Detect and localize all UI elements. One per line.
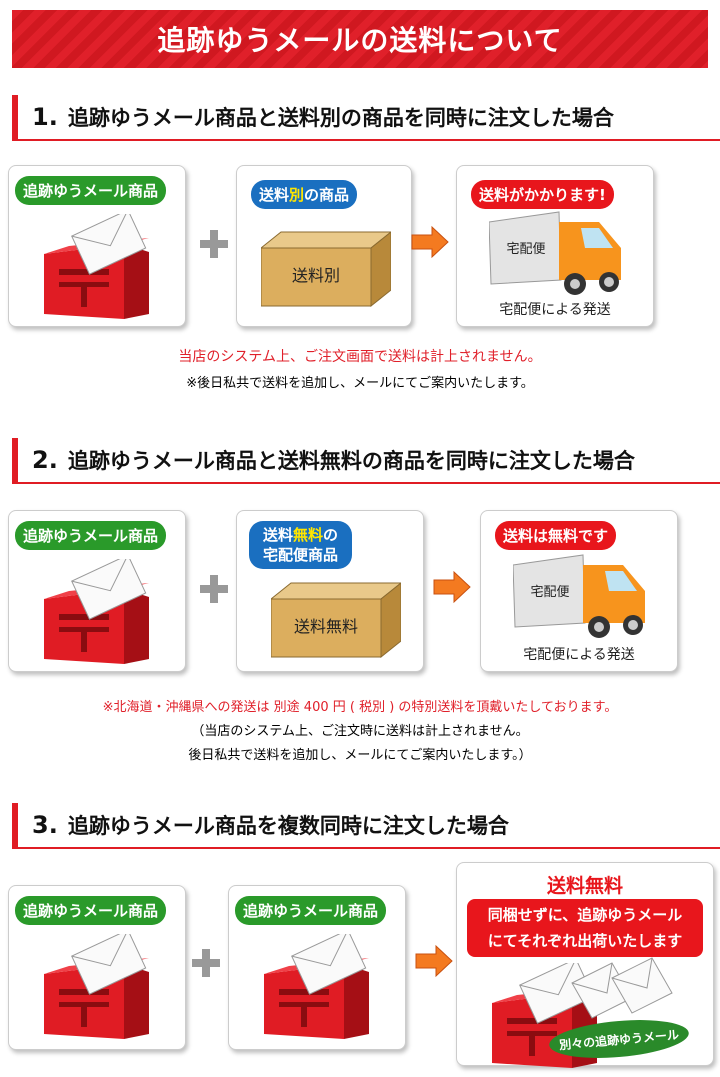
result-title: 送料無料 xyxy=(546,875,623,897)
result-card: 送料がかかります! 宅配便 宅配便による発送 xyxy=(456,165,654,327)
mail-product-label: 追跡ゆうメール商品 xyxy=(235,896,387,925)
section-number: 3. xyxy=(32,811,58,839)
post-box-icon xyxy=(39,929,159,1044)
truck-label: 宅配便 xyxy=(506,242,546,257)
truck-label: 宅配便 xyxy=(530,585,570,600)
note-red: ※北海道・沖縄県への発送は 別途 400 円 ( 税別 ) の特別送料を頂戴いた… xyxy=(102,700,618,715)
section-title: 追跡ゆうメール商品を複数同時に注文した場合 xyxy=(67,814,509,838)
result-card: 送料無料 同梱せずに、追跡ゆうメールにてそれぞれ出荷いたします 別々の追跡ゆうメ… xyxy=(456,862,714,1068)
label-highlight: 無料 xyxy=(293,526,324,544)
plus-icon xyxy=(198,573,230,609)
mail-product-card: 追跡ゆうメール商品 xyxy=(228,885,406,1050)
label-part: の商品 xyxy=(304,186,350,204)
label-part: の xyxy=(323,526,339,544)
free-shipping-label: 送料無料の宅配便商品 xyxy=(249,521,353,569)
cardboard-box-icon: 送料無料 xyxy=(269,579,403,659)
note-red: 当店のシステム上、ご注文画面で送料は計上されません。 xyxy=(178,349,542,365)
label-highlight: 別 xyxy=(289,186,305,204)
page-banner: 追跡ゆうメールの送料について xyxy=(12,10,708,68)
mail-product-card: 追跡ゆうメール商品 xyxy=(8,885,186,1050)
label-part: 送料 xyxy=(263,526,294,544)
section-1-heading: 1. 追跡ゆうメール商品と送料別の商品を同時に注文した場合 xyxy=(12,95,720,141)
section-title: 追跡ゆうメール商品と送料無料の商品を同時に注文した場合 xyxy=(67,449,635,473)
cardboard-box-icon: 送料別 xyxy=(259,228,393,308)
arrow-right-icon xyxy=(432,570,472,608)
label-part: 送料 xyxy=(259,186,290,204)
plus-icon xyxy=(190,947,222,983)
mail-product-card: 追跡ゆうメール商品 xyxy=(8,165,186,327)
mail-product-label: 追跡ゆうメール商品 xyxy=(15,521,167,550)
label-part: 宅配便商品 xyxy=(263,546,339,564)
result-card: 送料は無料です 宅配便 宅配便による発送 xyxy=(480,510,678,672)
note: 後日私共で送料を追加し、メールにてご案内いたします。） xyxy=(188,748,532,763)
truck-icon: 宅配便 xyxy=(512,551,653,641)
truck-caption: 宅配便による発送 xyxy=(499,302,611,318)
arrow-right-icon xyxy=(414,944,454,982)
result-line: にてそれぞれ出荷いたします xyxy=(487,932,683,950)
mail-product-card: 追跡ゆうメール商品 xyxy=(8,510,186,672)
note: ※後日私共で送料を追加し、メールにてご案内いたします。 xyxy=(186,376,534,391)
truck-caption: 宅配便による発送 xyxy=(523,647,635,663)
result-line: 同梱せずに、追跡ゆうメール xyxy=(487,906,683,924)
truck-icon: 宅配便 xyxy=(488,208,629,298)
result-label: 送料がかかります! xyxy=(471,180,614,209)
box-label: 送料無料 xyxy=(293,617,358,636)
shipping-separate-label: 送料別の商品 xyxy=(251,180,358,209)
section-title: 追跡ゆうメール商品と送料別の商品を同時に注文した場合 xyxy=(67,106,614,130)
section-number: 2. xyxy=(32,446,58,474)
plus-icon xyxy=(198,228,230,264)
section-2-heading: 2. 追跡ゆうメール商品と送料無料の商品を同時に注文した場合 xyxy=(12,438,720,484)
envelopes-icon xyxy=(571,957,673,1019)
mail-product-label: 追跡ゆうメール商品 xyxy=(15,896,167,925)
post-box-icon xyxy=(39,209,159,324)
shipping-separate-card: 送料別の商品 送料別 xyxy=(236,165,412,327)
section-number: 1. xyxy=(32,103,58,131)
post-box-icon xyxy=(259,929,379,1044)
post-box-icon xyxy=(39,554,159,669)
section-3-heading: 3. 追跡ゆうメール商品を複数同時に注文した場合 xyxy=(12,803,720,849)
box-label: 送料別 xyxy=(291,266,340,285)
mail-product-label: 追跡ゆうメール商品 xyxy=(15,176,167,205)
arrow-right-icon xyxy=(410,225,450,263)
free-shipping-card: 送料無料の宅配便商品 送料無料 xyxy=(236,510,424,672)
result-message: 同梱せずに、追跡ゆうメールにてそれぞれ出荷いたします xyxy=(467,899,703,957)
result-label: 送料は無料です xyxy=(495,521,617,550)
note: （当店のシステム上、ご注文時に送料は計上されません。 xyxy=(191,724,529,739)
